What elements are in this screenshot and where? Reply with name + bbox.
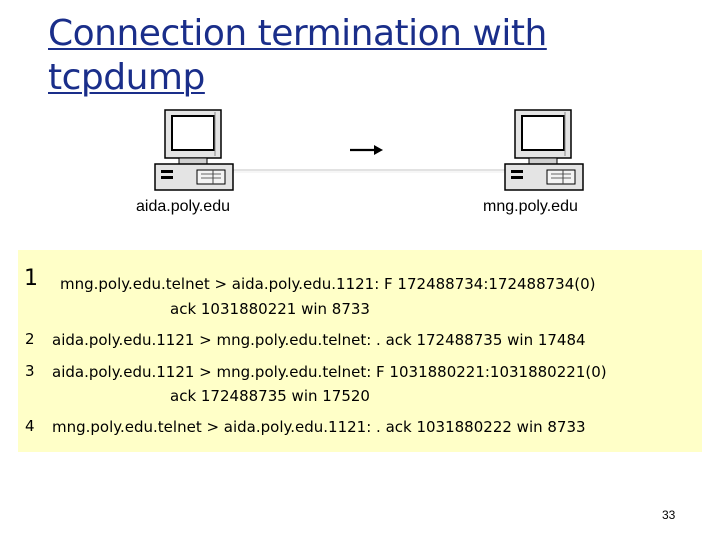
direction-arrow-icon bbox=[350, 145, 383, 155]
tcpdump-trace-box bbox=[18, 250, 702, 452]
trace-line: aida.poly.edu.1121 > mng.poly.edu.telnet… bbox=[52, 331, 586, 349]
page-number: 33 bbox=[662, 508, 676, 522]
trace-line-continuation: ack 172488735 win 17520 bbox=[170, 387, 370, 405]
host-label-right: mng.poly.edu bbox=[483, 198, 578, 215]
desktop-computer-icon bbox=[154, 109, 234, 191]
trace-line: mng.poly.edu.telnet > aida.poly.edu.1121… bbox=[60, 275, 596, 293]
trace-line-number: 3 bbox=[25, 362, 35, 380]
trace-line: aida.poly.edu.1121 > mng.poly.edu.telnet… bbox=[52, 363, 607, 381]
trace-line-number: 4 bbox=[25, 417, 35, 435]
trace-line: mng.poly.edu.telnet > aida.poly.edu.1121… bbox=[52, 418, 586, 436]
title-line-1: Connection termination with bbox=[48, 13, 547, 54]
title-line-2: tcpdump bbox=[48, 57, 205, 98]
network-link bbox=[230, 169, 510, 173]
slide-title: Connection termination with tcpdump bbox=[48, 12, 648, 100]
trace-line-number: 2 bbox=[25, 330, 35, 348]
desktop-computer-icon bbox=[504, 109, 584, 191]
host-label-left: aida.poly.edu bbox=[136, 198, 230, 215]
trace-line-continuation: ack 1031880221 win 8733 bbox=[170, 300, 370, 318]
trace-line-number: 1 bbox=[24, 266, 38, 291]
